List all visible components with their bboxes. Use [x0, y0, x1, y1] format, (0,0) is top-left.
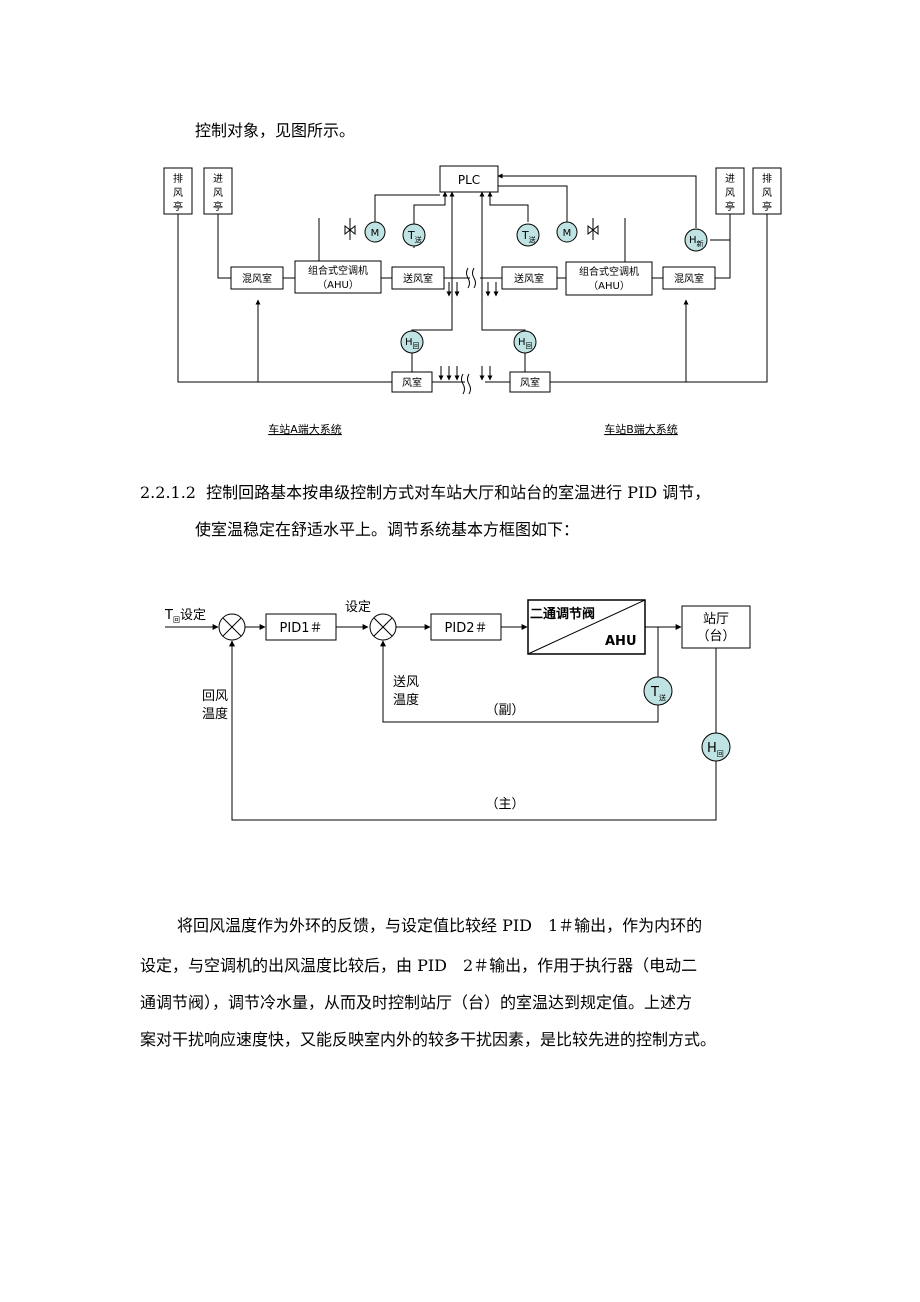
body-line-3: 通调节阀），调节冷水量，从而及时控制站厅（台）的室温达到规定值。上述方 [140, 993, 693, 1012]
control-block-diagram: T回设定 设定 PID1＃ PID2＃ 二通调节阀 AHU 站厅 （台） 送风 … [164, 599, 751, 821]
wind-room-a: 风室 [402, 376, 422, 389]
motor-b: M [563, 228, 572, 239]
body-line-1: 将回风温度作为外环的反馈，与设定值比较经 PID 1＃输出，作为内环的 [177, 916, 703, 935]
t-supply-b: T送 [521, 229, 536, 244]
hall-line2: （台） [696, 629, 735, 644]
ahu-b-line2: （AHU） [588, 280, 630, 292]
section-text-1: 控制回路基本按串级控制方式对车站大厅和站台的室温进行 PID 调节， [206, 483, 711, 502]
intake-kiosk-b: 进 [725, 173, 735, 185]
body-line-2: 设定，与空调机的出风温度比较后，由 PID 2＃输出，作用于执行器（电动二 [140, 956, 698, 975]
setpoint-label: 设定 [345, 600, 371, 615]
section-line1: 2.2.1.2 控制回路基本按串级控制方式对车站大厅和站台的室温进行 PID 调… [140, 483, 710, 503]
supply-temp-line2: 温度 [393, 692, 419, 708]
section-line2: 使室温稳定在舒适水平上。调节系统基本方框图如下： [195, 520, 580, 539]
h-return-b: H回 [518, 337, 533, 350]
section-number: 2.2.1.2 [140, 483, 196, 502]
exhaust-kiosk-b: 排 [762, 172, 772, 185]
intake-kiosk-a: 进 [213, 173, 223, 185]
valve-label: 二通调节阀 [530, 606, 595, 622]
intake-kiosk-b-2: 风 [725, 187, 735, 199]
supply-temp-line1: 送风 [393, 675, 419, 690]
h-return-a: H回 [405, 337, 420, 350]
pid2-block: PID2＃ [445, 621, 488, 636]
intake-kiosk-a-2: 风 [213, 187, 223, 199]
intro-text: 控制对象，见图所示。 [195, 121, 356, 140]
hall-line1: 站厅 [703, 612, 729, 627]
t-return-setpoint: T回设定 [164, 608, 206, 624]
t-supply-sensor: T送 [650, 685, 666, 702]
t-supply-a: T送 [407, 229, 422, 244]
body-line-4: 案对干扰响应速度快，又能反映室内外的较多干扰因素，是比较先进的控制方式。 [140, 1030, 717, 1049]
inner-loop-label: （副） [485, 703, 524, 718]
intake-kiosk-a-3: 亭 [213, 200, 223, 213]
ahu-b-line1: 组合式空调机 [579, 265, 639, 278]
label-station-a: 车站A端大系统 [268, 422, 342, 436]
plc-label: PLC [458, 173, 480, 187]
exhaust-kiosk-a-2: 风 [173, 187, 183, 199]
mix-room-a: 混风室 [242, 272, 272, 285]
exhaust-kiosk-b-2: 风 [762, 187, 772, 199]
system-schematic-diagram: PLC 排 风 亭 进 风 亭 进 风 亭 排 风 亭 混风室 组合式空调机 （… [163, 165, 782, 436]
supply-room-b: 送风室 [514, 272, 544, 285]
exhaust-kiosk-a-3: 亭 [173, 200, 183, 213]
intake-kiosk-b-3: 亭 [725, 200, 735, 213]
ahu-label: AHU [605, 634, 637, 649]
pid1-block: PID1＃ [280, 621, 323, 636]
exhaust-kiosk-a: 排 [173, 172, 183, 185]
motor-a: M [371, 228, 380, 239]
h-new: H新 [689, 235, 704, 248]
label-station-b: 车站B端大系统 [604, 422, 678, 436]
supply-room-a: 送风室 [403, 272, 433, 285]
mix-room-b: 混风室 [674, 272, 704, 285]
exhaust-kiosk-b-3: 亭 [762, 200, 772, 213]
ahu-a-line1: 组合式空调机 [308, 264, 368, 277]
ahu-a-line2: （AHU） [317, 279, 359, 291]
h-return-sensor: H回 [707, 741, 724, 758]
return-temp-line2: 温度 [202, 706, 228, 722]
outer-loop-label: （主） [485, 797, 524, 812]
return-temp-line1: 回风 [202, 689, 228, 704]
wind-room-b: 风室 [520, 376, 540, 389]
